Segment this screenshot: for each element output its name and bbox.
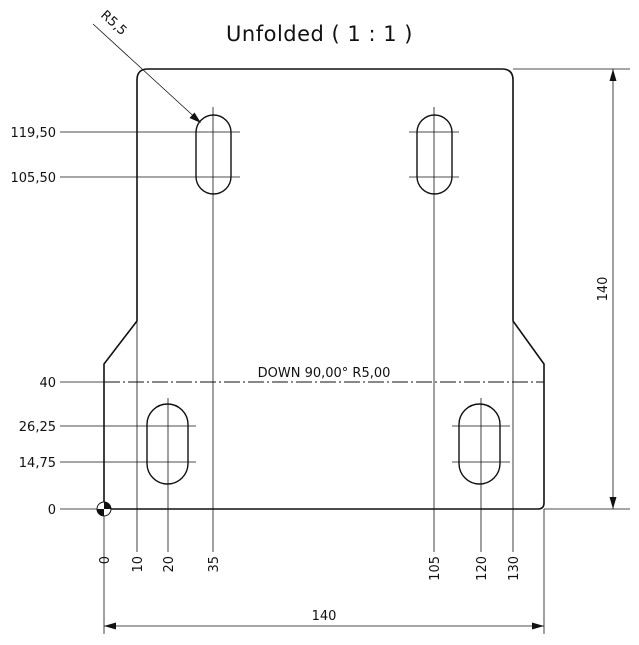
y-label-0: 0 (48, 503, 56, 518)
y-label-119-50: 119,50 (11, 126, 57, 141)
x-label-105: 105 (428, 556, 443, 581)
radius-leader (92, 23, 201, 123)
slot-upper-left (195, 114, 232, 195)
y-label-105-50: 105,50 (11, 171, 57, 186)
part-outline (103, 68, 545, 510)
slot-upper-right (416, 114, 453, 195)
radius-leader-arrow (189, 112, 201, 123)
drawing-title: Unfolded ( 1 : 1 ) (226, 22, 413, 46)
dim-arrow-height-bottom (609, 497, 617, 509)
radius-callout: R5,5 (97, 8, 129, 39)
x-label-0: 0 (98, 556, 113, 564)
origin-marker (96, 501, 112, 517)
dim-width-label: 140 (312, 609, 337, 624)
slot-lower-left (146, 403, 189, 485)
y-label-14-75: 14,75 (19, 456, 56, 471)
x-label-35: 35 (207, 556, 222, 573)
y-label-26-25: 26,25 (19, 420, 56, 435)
dim-arrow-width-right (532, 622, 544, 630)
dim-height-label: 140 (596, 277, 611, 302)
bend-note: DOWN 90,00° R5,00 (258, 366, 391, 381)
x-label-10: 10 (131, 556, 146, 573)
x-label-130: 130 (507, 556, 522, 581)
x-label-20: 20 (162, 556, 177, 573)
y-label-40: 40 (39, 376, 56, 391)
dim-arrow-height-top (609, 69, 617, 81)
dim-arrow-width-left (104, 622, 116, 630)
slot-lower-right (458, 403, 501, 485)
x-label-120: 120 (475, 556, 490, 581)
